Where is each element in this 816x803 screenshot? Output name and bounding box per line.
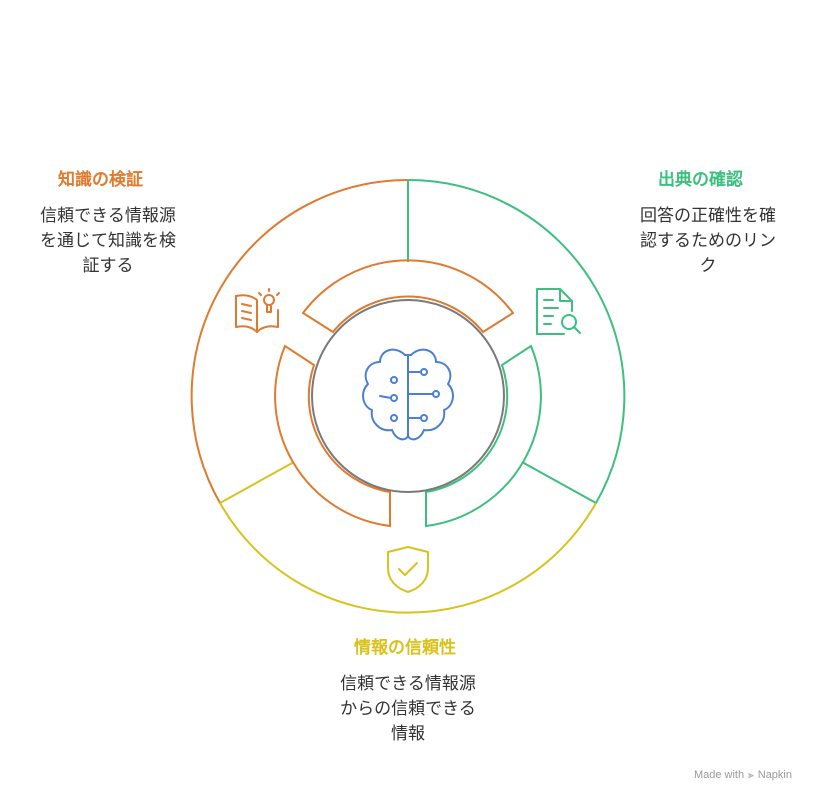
section-title-knowledge: 知識の検証 bbox=[58, 170, 143, 190]
napkin-logo-icon: ⫸ bbox=[748, 769, 754, 781]
watermark-brand: Napkin bbox=[757, 769, 792, 781]
inner-arc-right bbox=[425, 344, 542, 528]
desc-line: からの信頼できる bbox=[340, 699, 476, 719]
section-desc-reliability: 信頼できる情報源 からの信頼できる 情報 bbox=[318, 672, 498, 747]
desc-line: ク bbox=[699, 256, 717, 276]
desc-line: 認するためのリン bbox=[640, 231, 776, 251]
desc-line: 回答の正確性を確 bbox=[640, 206, 776, 226]
desc-line: 情報 bbox=[391, 724, 425, 744]
book-lightbulb-icon bbox=[235, 288, 280, 333]
napkin-watermark: Made with ⫸ Napkin bbox=[694, 769, 792, 781]
watermark-made-with: Made with bbox=[693, 769, 745, 781]
section-title-reliability: 情報の信頼性 bbox=[354, 638, 456, 658]
section-desc-knowledge: 信頼できる情報源 を通じて知識を検 証する bbox=[18, 204, 198, 279]
document-search-icon bbox=[536, 288, 581, 335]
desc-line: 信頼できる情報源 bbox=[340, 674, 476, 694]
outer-sector-reliability bbox=[219, 461, 597, 614]
shield-check-icon bbox=[387, 546, 429, 593]
inner-arc-knowledge bbox=[274, 344, 391, 528]
outer-sector-knowledge bbox=[190, 178, 409, 504]
desc-line: 証する bbox=[82, 256, 134, 276]
inner-arc-source bbox=[301, 259, 515, 334]
desc-line: を通じて知識を検 bbox=[40, 231, 176, 251]
outer-sector-source bbox=[407, 178, 626, 505]
section-desc-source: 回答の正確性を確 認するためのリン ク bbox=[618, 204, 798, 279]
desc-line: 信頼できる情報源 bbox=[40, 206, 176, 226]
brain-circuit-icon bbox=[362, 348, 454, 441]
section-title-source: 出典の確認 bbox=[658, 170, 743, 190]
